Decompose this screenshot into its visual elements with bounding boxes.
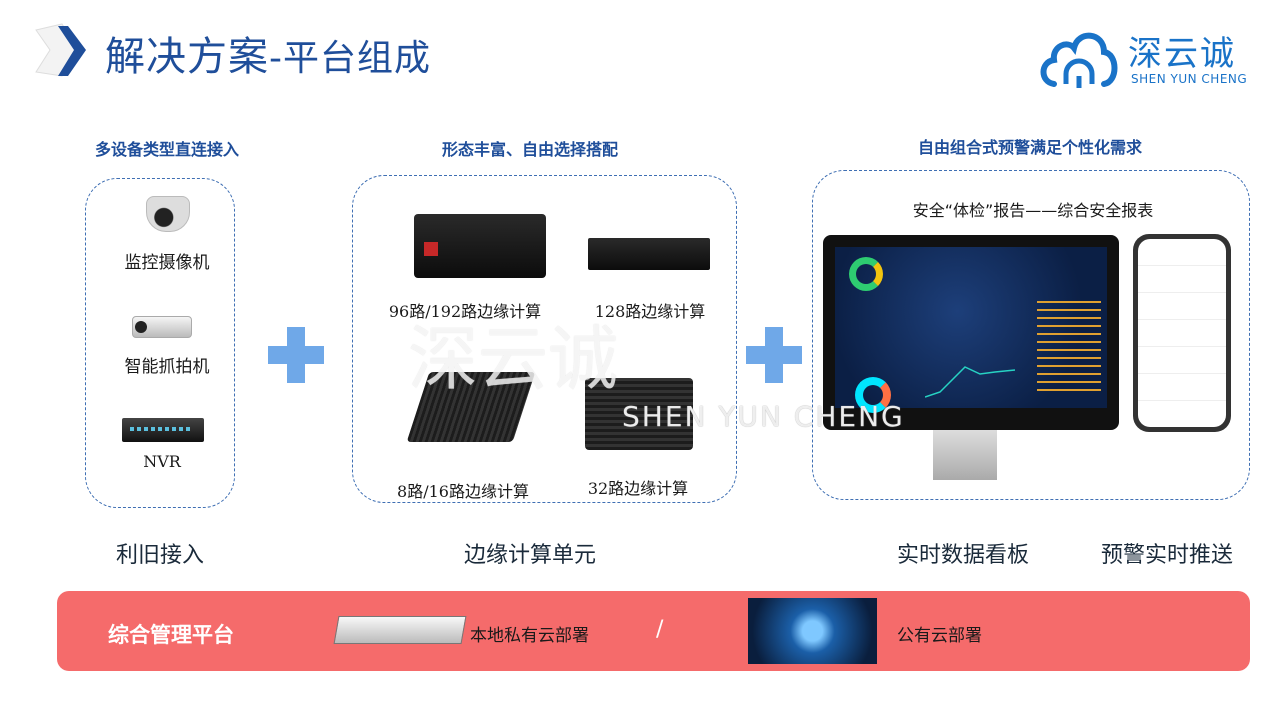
title-sub: -平台组成 xyxy=(269,38,431,79)
alert-box xyxy=(812,170,1250,500)
watermark-en: SHEN YUN CHENG xyxy=(622,400,905,433)
local-deploy-label: 本地私有云部署 xyxy=(470,626,589,646)
edge-device-icon xyxy=(414,214,546,278)
public-deploy-label: 公有云部署 xyxy=(897,626,982,646)
caption-push: 预警实时推送 xyxy=(1100,543,1234,568)
chevron-icon xyxy=(28,22,90,80)
section-heading-alerts: 自由组合式预警满足个性化需求 xyxy=(917,138,1143,157)
platform-title: 综合管理平台 xyxy=(108,623,234,647)
separator: / xyxy=(656,617,664,642)
device-label: 96路/192路边缘计算 xyxy=(388,302,542,321)
plus-icon xyxy=(268,327,324,383)
bullet-camera-icon xyxy=(132,316,192,338)
page-title: 解决方案-平台组成 xyxy=(105,24,431,82)
section-heading-devices: 多设备类型直连接入 xyxy=(94,140,240,159)
monitor-stand xyxy=(933,430,997,480)
device-label: 32路边缘计算 xyxy=(587,479,689,498)
device-label: 智能抓拍机 xyxy=(124,357,210,377)
cloud-logo-icon xyxy=(1038,26,1120,94)
device-label: NVR xyxy=(143,452,181,471)
device-label: 8路/16路边缘计算 xyxy=(397,482,529,501)
watermark: 深云诚 xyxy=(408,318,618,400)
section-heading-edge: 形态丰富、自由选择搭配 xyxy=(441,140,619,159)
device-label: 128路边缘计算 xyxy=(594,302,706,321)
caption-edge: 边缘计算单元 xyxy=(463,543,597,568)
device-box xyxy=(85,178,235,508)
nvr-icon xyxy=(122,418,204,442)
server-image xyxy=(333,616,467,644)
logo-name-cn: 深云诚 xyxy=(1128,34,1236,74)
cloud-datacenter-image xyxy=(748,598,877,664)
plus-icon xyxy=(746,327,802,383)
platform-bar xyxy=(57,591,1250,671)
edge-box xyxy=(352,175,737,503)
edge-device-icon xyxy=(588,238,710,270)
monitor-dashboard-image xyxy=(823,235,1119,430)
caption-legacy: 利旧接入 xyxy=(115,543,205,568)
title-main: 解决方案 xyxy=(105,34,269,80)
logo-name-en: SHEN YUN CHENG xyxy=(1131,72,1248,86)
dome-camera-icon xyxy=(146,196,190,232)
caption-dashboard: 实时数据看板 xyxy=(896,543,1030,568)
edge-device-icon xyxy=(585,378,693,450)
phone-alert-image xyxy=(1133,234,1231,432)
device-label: 监控摄像机 xyxy=(124,253,210,273)
report-label: 安全“体检”报告——综合安全报表 xyxy=(912,201,1154,220)
